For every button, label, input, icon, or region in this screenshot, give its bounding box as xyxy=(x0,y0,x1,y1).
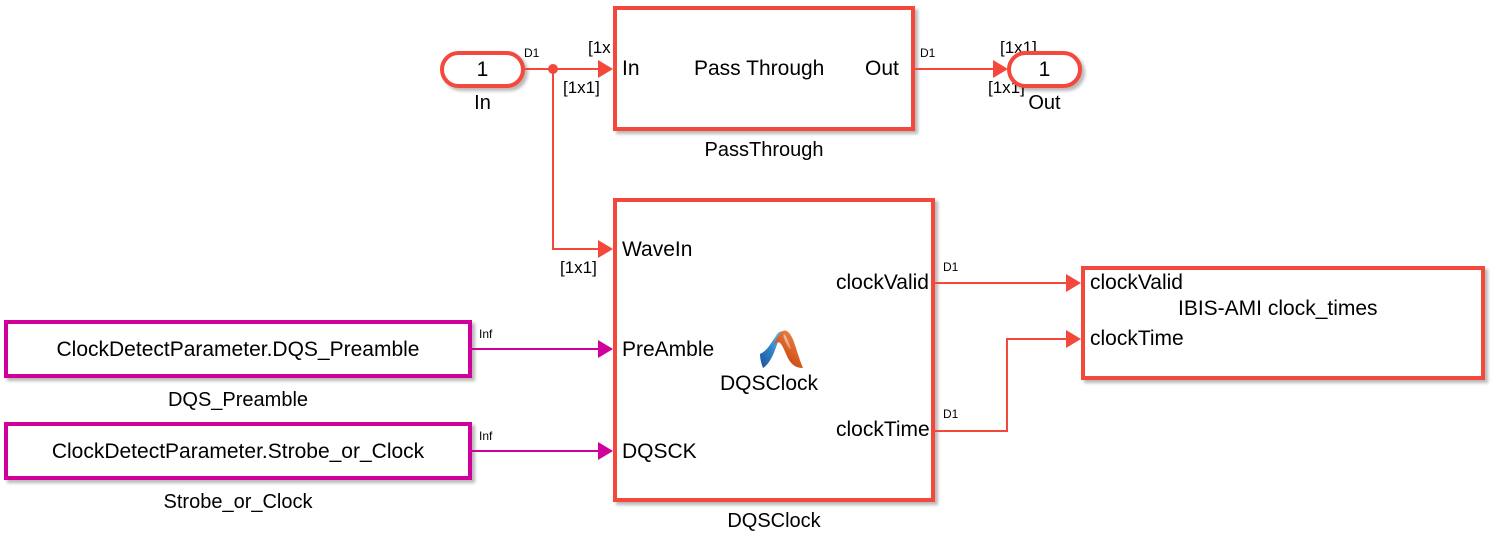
arrow-passthrough-in xyxy=(598,60,613,78)
dqsclock-output-clockvalid: clockValid xyxy=(836,271,929,294)
inport-caption: In xyxy=(474,92,491,114)
wire-passthrough-to-outport[interactable] xyxy=(915,68,993,70)
outport-caption: Out xyxy=(1028,92,1061,114)
dqsclock-input-dqsck: DQSCK xyxy=(622,440,697,463)
dqs-preamble-inf-label: Inf xyxy=(479,327,493,341)
ibis-ami-block[interactable] xyxy=(1081,266,1485,380)
wavein-dim-label: [1x1] xyxy=(560,258,597,277)
arrow-dqsclock-wavein xyxy=(598,240,613,258)
ibis-ami-input-clocktime: clockTime xyxy=(1090,327,1184,350)
passthrough-block[interactable] xyxy=(613,6,915,131)
strobe-or-clock-caption: Strobe_or_Clock xyxy=(163,491,313,513)
strobe-or-clock-value: ClockDetectParameter.Strobe_or_Clock xyxy=(51,440,425,463)
outport-block[interactable]: 1 xyxy=(1007,51,1082,88)
wire-inport-to-branch[interactable] xyxy=(525,68,560,70)
wire-branch-vertical[interactable] xyxy=(552,68,554,250)
passthrough-outport-label: Out xyxy=(865,57,899,80)
arrow-ibis-clockvalid xyxy=(1066,274,1081,292)
dqs-preamble-value: ClockDetectParameter.DQS_Preamble xyxy=(56,338,420,361)
inport-number: 1 xyxy=(476,57,489,81)
passthrough-in-dim-top: [1x xyxy=(588,38,611,57)
wire-clocktime-seg2[interactable] xyxy=(1006,338,1008,432)
arrow-outport xyxy=(993,60,1008,78)
ibis-ami-input-clockvalid: clockValid xyxy=(1090,271,1183,294)
clocktime-d1-label: D1 xyxy=(943,407,959,421)
wire-clocktime-seg3[interactable] xyxy=(1006,338,1066,340)
dqsclock-input-preamble: PreAmble xyxy=(622,338,715,361)
passthrough-in-dim-bottom: [1x1] xyxy=(563,78,600,97)
arrow-dqsclock-dqsck xyxy=(598,442,613,460)
ibis-ami-title: IBIS-AMI clock_times xyxy=(1178,297,1378,320)
strobe-or-clock-block[interactable]: ClockDetectParameter.Strobe_or_Clock xyxy=(4,422,472,480)
wire-branch-to-wavein[interactable] xyxy=(552,248,598,250)
outport-number: 1 xyxy=(1038,57,1051,81)
wire-clockvalid[interactable] xyxy=(935,282,1066,284)
dqs-preamble-caption: DQS_Preamble xyxy=(167,389,309,411)
inport-block[interactable]: 1 xyxy=(440,51,525,88)
arrow-dqsclock-preamble xyxy=(598,340,613,358)
wire-strobe-or-clock-to-dqsclock[interactable] xyxy=(472,450,599,452)
inport-d1-label: D1 xyxy=(524,46,540,60)
wire-branch-to-passthrough[interactable] xyxy=(553,68,598,70)
passthrough-caption: PassThrough xyxy=(704,139,824,161)
passthrough-inport-label: In xyxy=(622,57,640,80)
matlab-membrane-icon xyxy=(758,328,804,372)
matlab-membrane-svg xyxy=(760,330,803,368)
strobe-or-clock-inf-label: Inf xyxy=(479,429,493,443)
dqs-preamble-block[interactable]: ClockDetectParameter.DQS_Preamble xyxy=(4,320,472,378)
dqsclock-input-wavein: WaveIn xyxy=(622,238,693,261)
dqsclock-caption: DQSClock xyxy=(727,510,821,532)
clockvalid-d1-label: D1 xyxy=(943,260,959,274)
passthrough-out-d1-label: D1 xyxy=(920,46,936,60)
dqsclock-output-clocktime: clockTime xyxy=(836,418,930,441)
dqsclock-icon-title: DQSClock xyxy=(720,372,819,395)
wire-dqs-preamble-to-dqsclock[interactable] xyxy=(472,348,599,350)
wire-clocktime-seg1[interactable] xyxy=(935,430,1008,432)
passthrough-title: Pass Through xyxy=(694,57,825,80)
arrow-ibis-clocktime xyxy=(1066,330,1081,348)
